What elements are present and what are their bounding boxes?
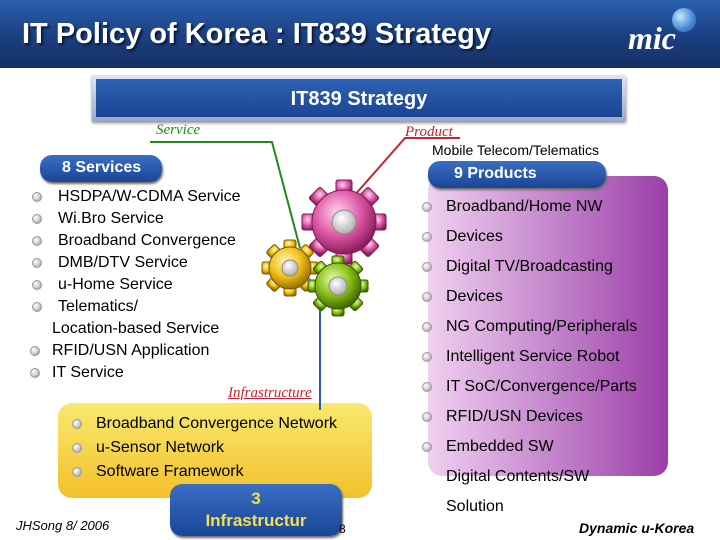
list-item: Broadband Convergence Network bbox=[72, 412, 337, 436]
list-item: u-Sensor Network bbox=[72, 436, 337, 460]
list-item: Broadband/Home NW bbox=[422, 192, 637, 222]
service-item-label: Telematics/ bbox=[58, 298, 139, 315]
list-item: HSDPA/W-CDMA Service bbox=[30, 186, 241, 208]
list-item: Embedded SW bbox=[422, 432, 637, 462]
product-item-label: Intelligent Service Robot bbox=[446, 348, 620, 365]
bullet-icon bbox=[422, 232, 432, 242]
product-item-label: Solution bbox=[446, 498, 504, 515]
bullet-icon bbox=[32, 258, 42, 268]
bullet-icon bbox=[32, 302, 42, 312]
infrastructure-heading-text: Infrastructur bbox=[205, 511, 307, 530]
page-number: 8 bbox=[339, 522, 346, 536]
product-item-label: Digital TV/Broadcasting bbox=[446, 258, 613, 275]
bullet-icon bbox=[422, 442, 432, 452]
globe-icon bbox=[672, 8, 696, 32]
infrastructure-item-label: u-Sensor Network bbox=[96, 439, 225, 456]
list-item: Intelligent Service Robot bbox=[422, 342, 637, 372]
list-item: RFID/USN Application bbox=[30, 340, 241, 362]
service-label: Service bbox=[156, 122, 201, 138]
bullet-icon bbox=[422, 412, 432, 422]
product-item-label: Devices bbox=[446, 228, 503, 245]
product-item-label: Devices bbox=[446, 288, 503, 305]
bullet-icon bbox=[422, 262, 432, 272]
list-item: Location-based Service bbox=[30, 318, 241, 340]
service-item-label: DMB/DTV Service bbox=[58, 254, 188, 271]
service-item-label: Broadband Convergence bbox=[58, 232, 236, 249]
infrastructure-item-label: Software Framework bbox=[96, 463, 244, 480]
list-item: Devices bbox=[422, 282, 637, 312]
services-heading: 8 Services bbox=[40, 155, 162, 182]
logo-text: mic bbox=[628, 20, 676, 56]
product-item-label: NG Computing/Peripherals bbox=[446, 318, 638, 335]
mobile-telematics-label: Mobile Telecom/Telematics bbox=[432, 142, 600, 158]
infrastructure-list: Broadband Convergence Network u-Sensor N… bbox=[72, 412, 337, 484]
green-gear-icon bbox=[307, 255, 369, 317]
list-item: DMB/DTV Service bbox=[30, 252, 241, 274]
slide-title: IT Policy of Korea : IT839 Strategy bbox=[22, 18, 491, 50]
bullet-icon bbox=[422, 352, 432, 362]
title-bar: IT Policy of Korea : IT839 Strategy mic bbox=[0, 0, 720, 68]
infrastructure-heading-count: 3 bbox=[251, 489, 261, 508]
products-list: Broadband/Home NW Devices Digital TV/Bro… bbox=[422, 192, 637, 522]
pink-gear-icon bbox=[301, 179, 387, 265]
bullet-icon bbox=[30, 346, 40, 356]
bullet-icon bbox=[32, 192, 42, 202]
service-item-label: HSDPA/W-CDMA Service bbox=[58, 188, 241, 205]
product-item-label: Digital Contents/SW bbox=[446, 468, 590, 485]
yellow-gear-icon bbox=[261, 239, 319, 297]
footer-tagline: Dynamic u-Korea bbox=[579, 520, 695, 536]
bullet-icon bbox=[72, 443, 82, 453]
strategy-banner-title: IT839 Strategy bbox=[290, 88, 428, 110]
bullet-icon bbox=[32, 214, 42, 224]
service-item-label: u-Home Service bbox=[58, 276, 173, 293]
product-item-label: RFID/USN Devices bbox=[446, 408, 583, 425]
service-connector-line bbox=[150, 141, 301, 249]
bullet-icon bbox=[32, 236, 42, 246]
list-item: Wi.Bro Service bbox=[30, 208, 241, 230]
list-item: Digital Contents/SW bbox=[422, 462, 637, 492]
bullet-icon bbox=[422, 292, 432, 302]
bullet-icon bbox=[72, 419, 82, 429]
infrastructure-label: Infrastructure bbox=[228, 385, 312, 401]
list-item: u-Home Service bbox=[30, 274, 241, 296]
strategy-banner-inner: IT839 Strategy bbox=[96, 79, 622, 117]
list-item: IT Service bbox=[30, 362, 241, 384]
product-item-label: IT SoC/Convergence/Parts bbox=[446, 378, 637, 395]
footer-author: JHSong 8/ 2006 bbox=[16, 518, 110, 533]
service-item-label: IT Service bbox=[52, 364, 124, 381]
service-item-label: RFID/USN Application bbox=[52, 342, 210, 359]
strategy-banner: IT839 Strategy bbox=[92, 75, 626, 121]
list-item: Broadband Convergence bbox=[30, 230, 241, 252]
product-connector-line bbox=[345, 137, 460, 206]
product-label: Product bbox=[405, 124, 453, 140]
list-item: Telematics/ bbox=[30, 296, 241, 318]
products-heading: 9 Products bbox=[428, 161, 606, 188]
services-list: HSDPA/W-CDMA Service Wi.Bro Service Broa… bbox=[30, 186, 241, 384]
service-item-label: Wi.Bro Service bbox=[58, 210, 164, 227]
infrastructure-heading: 3 Infrastructur bbox=[170, 484, 342, 536]
mic-logo: mic bbox=[628, 8, 712, 62]
infrastructure-item-label: Broadband Convergence Network bbox=[96, 415, 338, 432]
bullet-icon bbox=[32, 280, 42, 290]
bullet-icon bbox=[422, 382, 432, 392]
list-item: NG Computing/Peripherals bbox=[422, 312, 637, 342]
service-item-label: Location-based Service bbox=[52, 320, 220, 337]
list-item: Devices bbox=[422, 222, 637, 252]
bullet-icon bbox=[72, 467, 82, 477]
product-item-label: Broadband/Home NW bbox=[446, 198, 603, 215]
infrastructure-panel bbox=[58, 403, 372, 498]
list-item: RFID/USN Devices bbox=[422, 402, 637, 432]
list-item: IT SoC/Convergence/Parts bbox=[422, 372, 637, 402]
bullet-icon bbox=[422, 202, 432, 212]
product-item-label: Embedded SW bbox=[446, 438, 554, 455]
bullet-icon bbox=[30, 368, 40, 378]
list-item: Solution bbox=[422, 492, 637, 522]
list-item: Software Framework bbox=[72, 460, 337, 484]
list-item: Digital TV/Broadcasting bbox=[422, 252, 637, 282]
products-panel bbox=[428, 176, 668, 476]
bullet-icon bbox=[422, 322, 432, 332]
